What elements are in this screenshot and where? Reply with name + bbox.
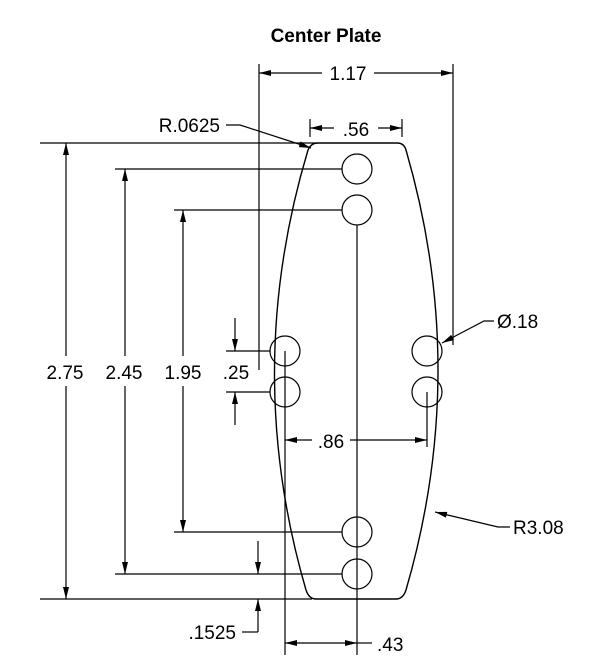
dim-label: .86 [318,432,344,453]
dim-inner-hole-spacing: 1.95 [165,209,342,533]
hole [341,194,373,226]
hole [341,153,373,185]
dim-label: 2.75 [47,363,84,384]
dim-overall-height: 2.75 [40,142,318,600]
dim-hole-diameter: Ø.18 [441,312,538,344]
dim-top-width: .56 [309,119,403,141]
dim-center-offset: .43 [285,225,403,656]
dim-side-hole-horizontal: .86 [284,351,428,655]
drawing-title: Center Plate [271,26,382,47]
holes [269,153,443,590]
dim-label: Ø.18 [497,312,538,333]
dim-side-hole-spacing: .25 [223,318,270,425]
dim-label: .1525 [188,623,236,644]
dim-label: R.0625 [159,116,220,137]
dim-outer-hole-spacing: 2.45 [106,168,342,575]
dim-label: .25 [223,363,249,384]
dim-label: .43 [377,635,403,656]
dim-corner-radius: R.0625 [159,116,312,149]
dim-label: 2.45 [106,363,143,384]
dim-label: R3.08 [513,518,564,539]
dim-bottom-hole-offset: .1525 [188,541,261,644]
hole [411,335,443,367]
plate-outline [273,142,439,600]
dim-label: .56 [343,120,369,141]
dim-side-radius: R3.08 [434,511,564,539]
dim-label: 1.95 [165,363,202,384]
dim-label: 1.17 [330,64,367,85]
dim-overall-width: 1.17 [258,64,454,370]
